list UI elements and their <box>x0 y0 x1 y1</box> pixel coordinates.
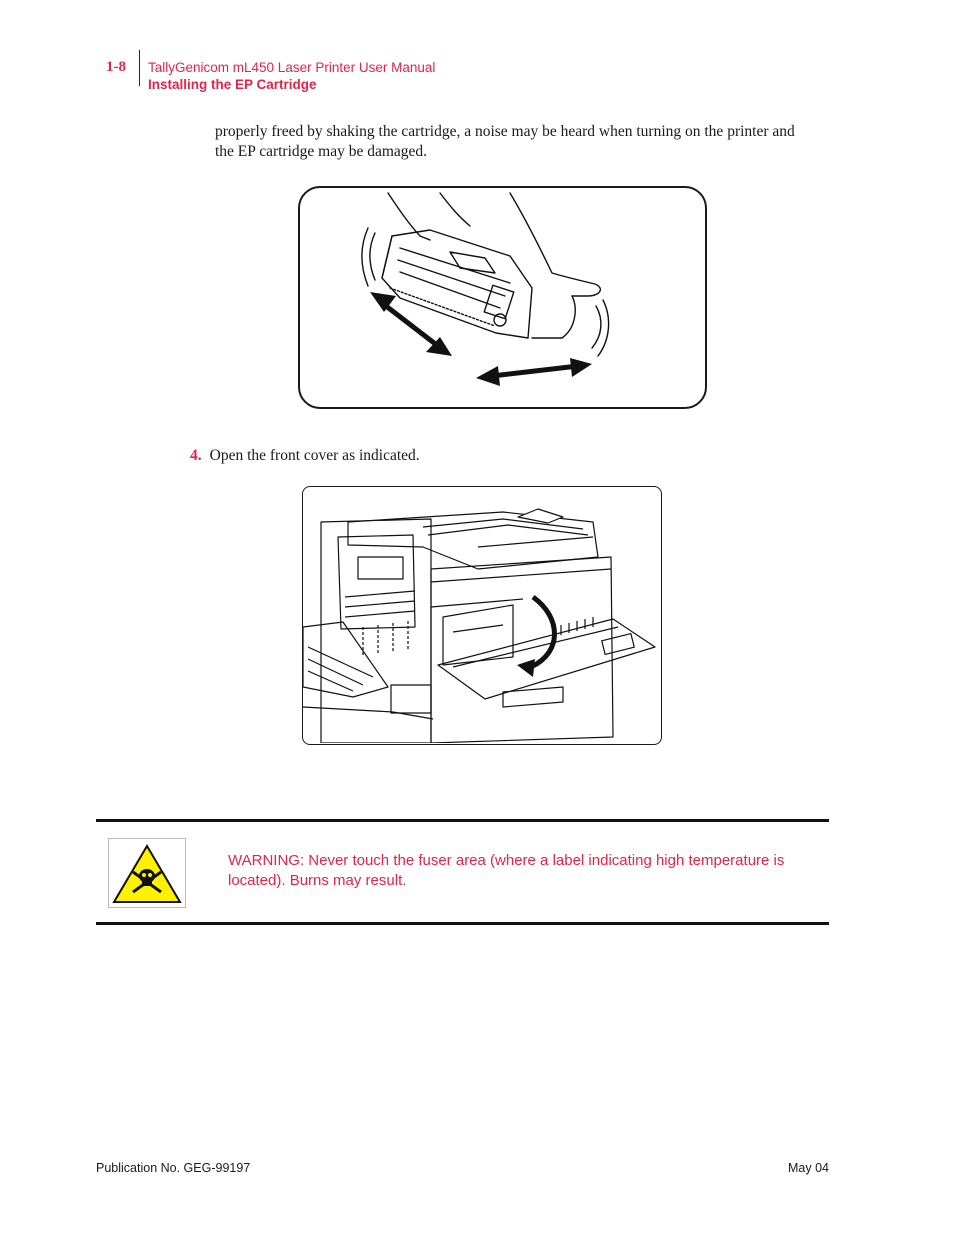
publication-number: Publication No. GEG-99197 <box>96 1161 251 1175</box>
skull-crossbones-icon <box>108 838 186 908</box>
running-header: TallyGenicom mL450 Laser Printer User Ma… <box>148 59 435 93</box>
step-number: 4. <box>190 447 202 464</box>
step-text: Open the front cover as indicated. <box>209 447 420 464</box>
shake-cartridge-figure <box>298 186 707 409</box>
open-front-cover-figure <box>302 486 662 745</box>
warning-bottom-rule <box>96 922 829 925</box>
header-divider <box>139 50 140 86</box>
continuation-paragraph: properly freed by shaking the cartridge,… <box>215 123 795 160</box>
publication-date: May 04 <box>788 1161 829 1175</box>
manual-title: TallyGenicom mL450 Laser Printer User Ma… <box>148 60 436 75</box>
section-title: Installing the EP Cartridge <box>148 77 317 92</box>
page-number: 1-8 <box>106 59 126 75</box>
warning-text: WARNING: Never touch the fuser area (whe… <box>228 852 785 889</box>
printer-illustration <box>303 508 656 744</box>
step-4: 4. Open the front cover as indicated. <box>190 447 420 465</box>
warning-top-rule <box>96 819 829 822</box>
shake-cartridge-illustration <box>361 192 610 386</box>
